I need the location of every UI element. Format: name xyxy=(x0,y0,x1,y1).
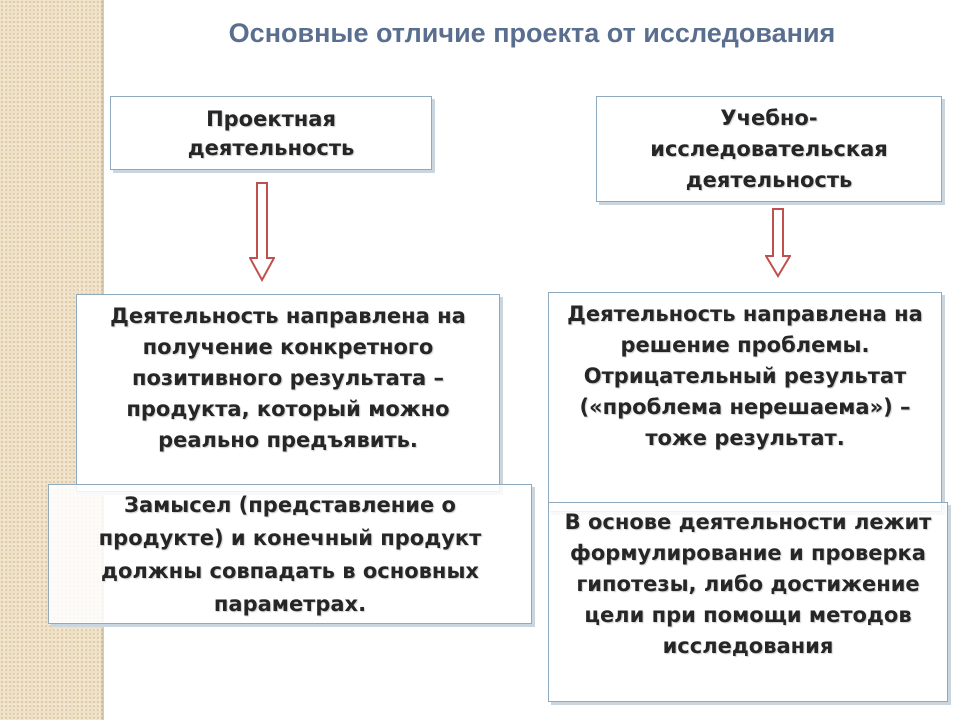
right-down-arrow-icon xyxy=(765,208,791,308)
research-problem-box: Деятельность направлена на решение пробл… xyxy=(548,292,942,512)
project-result-text: Деятельность направлена на получение кон… xyxy=(110,304,466,452)
research-activity-header-text: Учебно-исследовательская деятельность xyxy=(650,106,888,192)
project-activity-header-text: Проектная деятельность xyxy=(187,107,355,160)
project-plan-box: Замысел (представление о продукте) и кон… xyxy=(48,484,532,624)
slide-title: Основные отличие проекта от исследования xyxy=(228,18,836,48)
project-activity-header: Проектная деятельность xyxy=(110,96,432,170)
research-activity-header: Учебно-исследовательская деятельность xyxy=(596,96,942,202)
project-result-box: Деятельность направлена на получение кон… xyxy=(76,294,500,492)
left-down-arrow-icon xyxy=(249,182,275,282)
research-hypothesis-box: В основе деятельности лежит формулирован… xyxy=(548,502,948,702)
research-hypothesis-text: В основе деятельности лежит формулирован… xyxy=(564,510,932,658)
project-plan-text: Замысел (представление о продукте) и кон… xyxy=(98,493,482,616)
research-problem-text: Деятельность направлена на решение пробл… xyxy=(567,302,923,450)
